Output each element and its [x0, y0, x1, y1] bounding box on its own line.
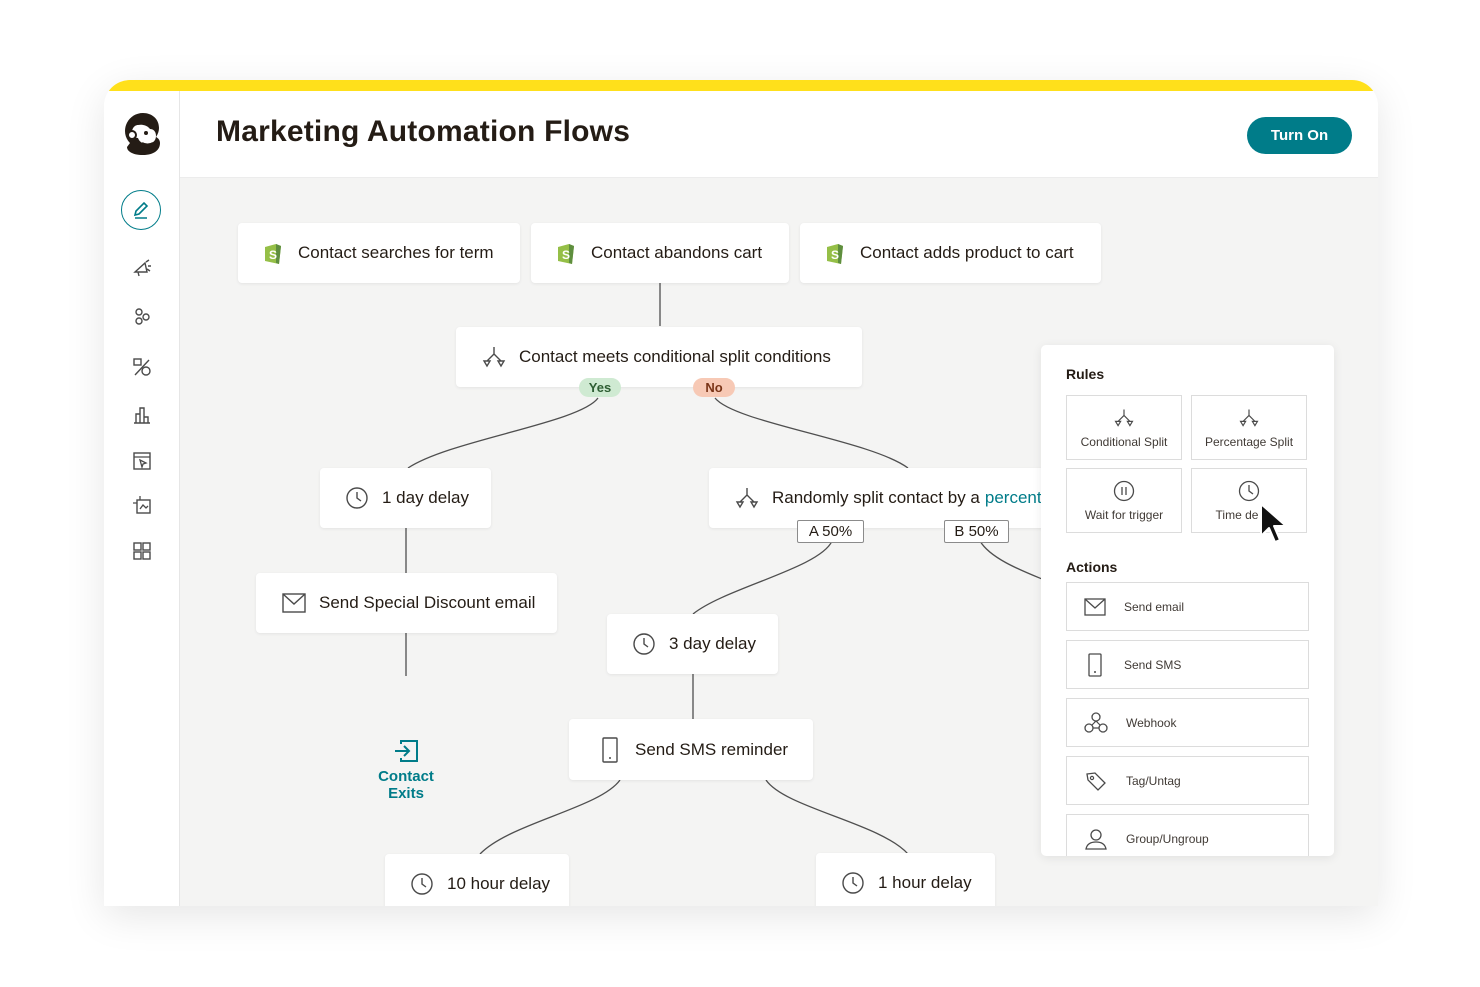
analytics-icon[interactable] — [132, 405, 152, 425]
action-webhook[interactable]: Webhook — [1066, 698, 1309, 747]
webhook-icon — [1084, 711, 1108, 733]
clock-icon — [633, 633, 655, 655]
phone-icon — [1088, 652, 1102, 677]
mouse-cursor-icon — [1260, 503, 1287, 543]
delay-label: 10 hour delay — [447, 874, 551, 893]
page-header: Marketing Automation Flows Turn On — [180, 91, 1378, 178]
delay-label: 1 day delay — [382, 488, 469, 507]
delay-label: 3 day delay — [669, 634, 756, 653]
split-b-badge: B 50% — [944, 520, 1009, 543]
rule-label: Wait for trigger — [1084, 507, 1164, 522]
trigger-abandon-cart[interactable]: S Contact abandons cart — [531, 223, 789, 283]
yes-badge: Yes — [579, 378, 621, 397]
split-icon — [482, 347, 506, 368]
split-icon — [735, 488, 759, 509]
create-nav-button[interactable] — [121, 190, 161, 230]
pause-icon — [1113, 480, 1135, 501]
tag-icon — [1086, 771, 1106, 791]
exit-icon — [395, 740, 418, 762]
split-icon — [1114, 409, 1134, 427]
contact-exits-label: Contact Exits — [378, 768, 434, 802]
action-label: Send SMS reminder — [635, 739, 789, 759]
conditional-split-label: Contact meets conditional split conditio… — [519, 347, 831, 366]
action-label: Group/Ungroup — [1126, 831, 1209, 846]
action-send-sms[interactable]: Send SMS — [1066, 640, 1309, 689]
app-window: Marketing Automation Flows Turn On S Con… — [104, 80, 1378, 906]
integrations-grid-icon[interactable] — [132, 541, 152, 561]
contact-exits[interactable]: Contact Exits — [360, 738, 452, 802]
top-accent-bar — [104, 80, 1378, 91]
turn-on-button[interactable]: Turn On — [1247, 117, 1352, 154]
mailchimp-logo-icon[interactable] — [120, 109, 166, 159]
email-icon — [282, 593, 306, 613]
megaphone-icon[interactable] — [132, 259, 152, 279]
clock-icon — [1238, 480, 1260, 501]
action-label: Send SMS — [1124, 657, 1182, 672]
action-send-email[interactable]: Send email — [1066, 582, 1309, 631]
action-group-ungroup[interactable]: Group/Ungroup — [1066, 814, 1309, 856]
trigger-search-term[interactable]: S Contact searches for term — [238, 223, 520, 283]
clock-icon — [842, 872, 864, 894]
phone-icon — [602, 736, 618, 763]
svg-text:S: S — [831, 248, 839, 262]
rule-label: Time de — [1215, 507, 1259, 522]
split-a-badge: A 50% — [797, 520, 864, 543]
send-sms-reminder-node[interactable]: Send SMS reminder — [569, 719, 813, 780]
pencil-icon — [133, 201, 149, 219]
action-tag-untag[interactable]: Tag/Untag — [1066, 756, 1309, 805]
shopify-icon: S — [827, 244, 843, 264]
svg-text:S: S — [269, 248, 277, 262]
action-label: Webhook — [1126, 715, 1177, 730]
rule-wait-for-trigger[interactable]: Wait for trigger — [1066, 468, 1182, 533]
percent-link[interactable]: percent — [984, 488, 1042, 507]
group-icon — [1085, 828, 1107, 850]
action-label: Tag/Untag — [1126, 773, 1181, 788]
email-icon — [1084, 597, 1106, 616]
flow-connectors — [405, 283, 1043, 855]
trigger-label: Contact abandons cart — [591, 243, 763, 262]
rule-label: Percentage Split — [1204, 434, 1294, 449]
clock-icon — [411, 873, 433, 895]
page-title: Marketing Automation Flows — [216, 115, 631, 148]
no-badge: No — [693, 378, 735, 397]
rule-conditional-split[interactable]: Conditional Split — [1066, 395, 1182, 460]
action-label: Send email — [1124, 599, 1185, 614]
automations-icon[interactable] — [132, 357, 152, 377]
delay-node-1-hour[interactable]: 1 hour delay — [816, 853, 995, 906]
shopify-icon: S — [558, 244, 574, 264]
send-discount-email-node[interactable]: Send Special Discount email — [256, 573, 557, 633]
rule-percentage-split[interactable]: Percentage Split — [1191, 395, 1307, 460]
delay-node-1-day[interactable]: 1 day delay — [320, 468, 491, 528]
audience-icon[interactable] — [132, 307, 152, 327]
action-label: Send Special Discount email — [319, 593, 536, 612]
delay-node-3-day[interactable]: 3 day delay — [607, 614, 778, 674]
rules-title: Rules — [1066, 366, 1105, 382]
actions-title: Actions — [1066, 559, 1118, 575]
content-studio-icon[interactable] — [132, 495, 152, 515]
random-split-label: Randomly split contact by a — [772, 488, 980, 507]
trigger-add-to-cart[interactable]: S Contact adds product to cart — [800, 223, 1101, 283]
delay-node-10-hour[interactable]: 10 hour delay — [385, 854, 569, 906]
split-icon — [1239, 409, 1259, 427]
delay-label: 1 hour delay — [878, 873, 972, 892]
rules-actions-panel: Rules Conditional Split Percentage Split… — [1041, 345, 1334, 856]
website-icon[interactable] — [132, 451, 152, 471]
trigger-label: Contact adds product to cart — [860, 243, 1074, 262]
shopify-icon: S — [265, 244, 281, 264]
svg-text:S: S — [562, 248, 570, 262]
trigger-label: Contact searches for term — [298, 243, 494, 262]
clock-icon — [346, 487, 368, 509]
rule-label: Conditional Split — [1080, 434, 1168, 449]
sidebar — [104, 91, 180, 906]
rule-time-delay[interactable]: Time de — [1191, 468, 1307, 533]
conditional-split-node[interactable]: Contact meets conditional split conditio… — [456, 327, 862, 387]
